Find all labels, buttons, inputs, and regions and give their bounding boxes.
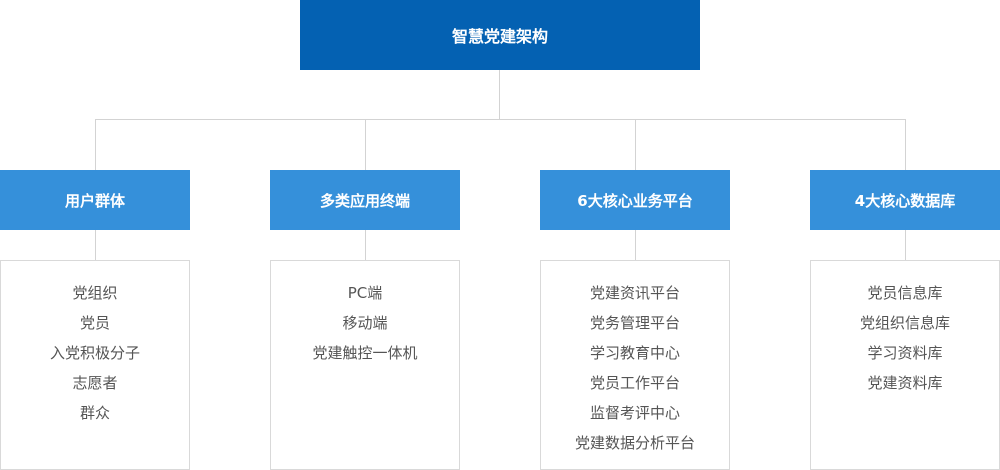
list-item: 党建资讯平台 xyxy=(589,284,680,302)
root-label: 智慧党建架构 xyxy=(451,27,548,46)
list-item: 党务管理平台 xyxy=(589,314,680,332)
list-item: 党组织 xyxy=(72,284,118,302)
branch-node-databases: 4大核心数据库 xyxy=(810,170,1000,230)
branch-drop-2 xyxy=(365,119,366,170)
list-item: 学习教育中心 xyxy=(589,344,680,362)
branch-label: 多类应用终端 xyxy=(319,191,410,210)
branch-drop-1 xyxy=(95,119,96,170)
branch-label: 4大核心数据库 xyxy=(854,191,956,210)
branch-drop-4 xyxy=(905,119,906,170)
horizontal-bus xyxy=(95,119,906,120)
list-item: 党建数据分析平台 xyxy=(574,434,695,452)
list-item: 群众 xyxy=(79,404,110,422)
list-user-groups: 党组织 党员 入党积极分子 志愿者 群众 xyxy=(0,260,190,470)
list-databases: 党员信息库 党组织信息库 学习资料库 党建资料库 xyxy=(810,260,1000,470)
list-link-2 xyxy=(365,230,366,260)
root-stem xyxy=(499,70,500,120)
list-item: 移动端 xyxy=(342,314,388,332)
branch-label: 用户群体 xyxy=(64,191,125,210)
branch-node-user-groups: 用户群体 xyxy=(0,170,190,230)
list-item: 志愿者 xyxy=(72,374,118,392)
list-link-1 xyxy=(95,230,96,260)
list-terminals: PC端 移动端 党建触控一体机 xyxy=(270,260,460,470)
list-item: 党员工作平台 xyxy=(589,374,680,392)
branch-drop-3 xyxy=(635,119,636,170)
list-item: PC端 xyxy=(347,284,383,302)
list-item: 党建触控一体机 xyxy=(312,344,418,362)
list-item: 党组织信息库 xyxy=(859,314,950,332)
list-item: 党员信息库 xyxy=(867,284,943,302)
list-item: 党员 xyxy=(79,314,110,332)
list-item: 监督考评中心 xyxy=(589,404,680,422)
root-node: 智慧党建架构 xyxy=(300,0,700,70)
list-item: 党建资料库 xyxy=(867,374,943,392)
branch-node-platforms: 6大核心业务平台 xyxy=(540,170,730,230)
list-link-3 xyxy=(635,230,636,260)
list-item: 学习资料库 xyxy=(867,344,943,362)
branch-node-terminals: 多类应用终端 xyxy=(270,170,460,230)
list-platforms: 党建资讯平台 党务管理平台 学习教育中心 党员工作平台 监督考评中心 党建数据分… xyxy=(540,260,730,470)
list-link-4 xyxy=(905,230,906,260)
branch-label: 6大核心业务平台 xyxy=(577,191,693,210)
list-item: 入党积极分子 xyxy=(49,344,140,362)
